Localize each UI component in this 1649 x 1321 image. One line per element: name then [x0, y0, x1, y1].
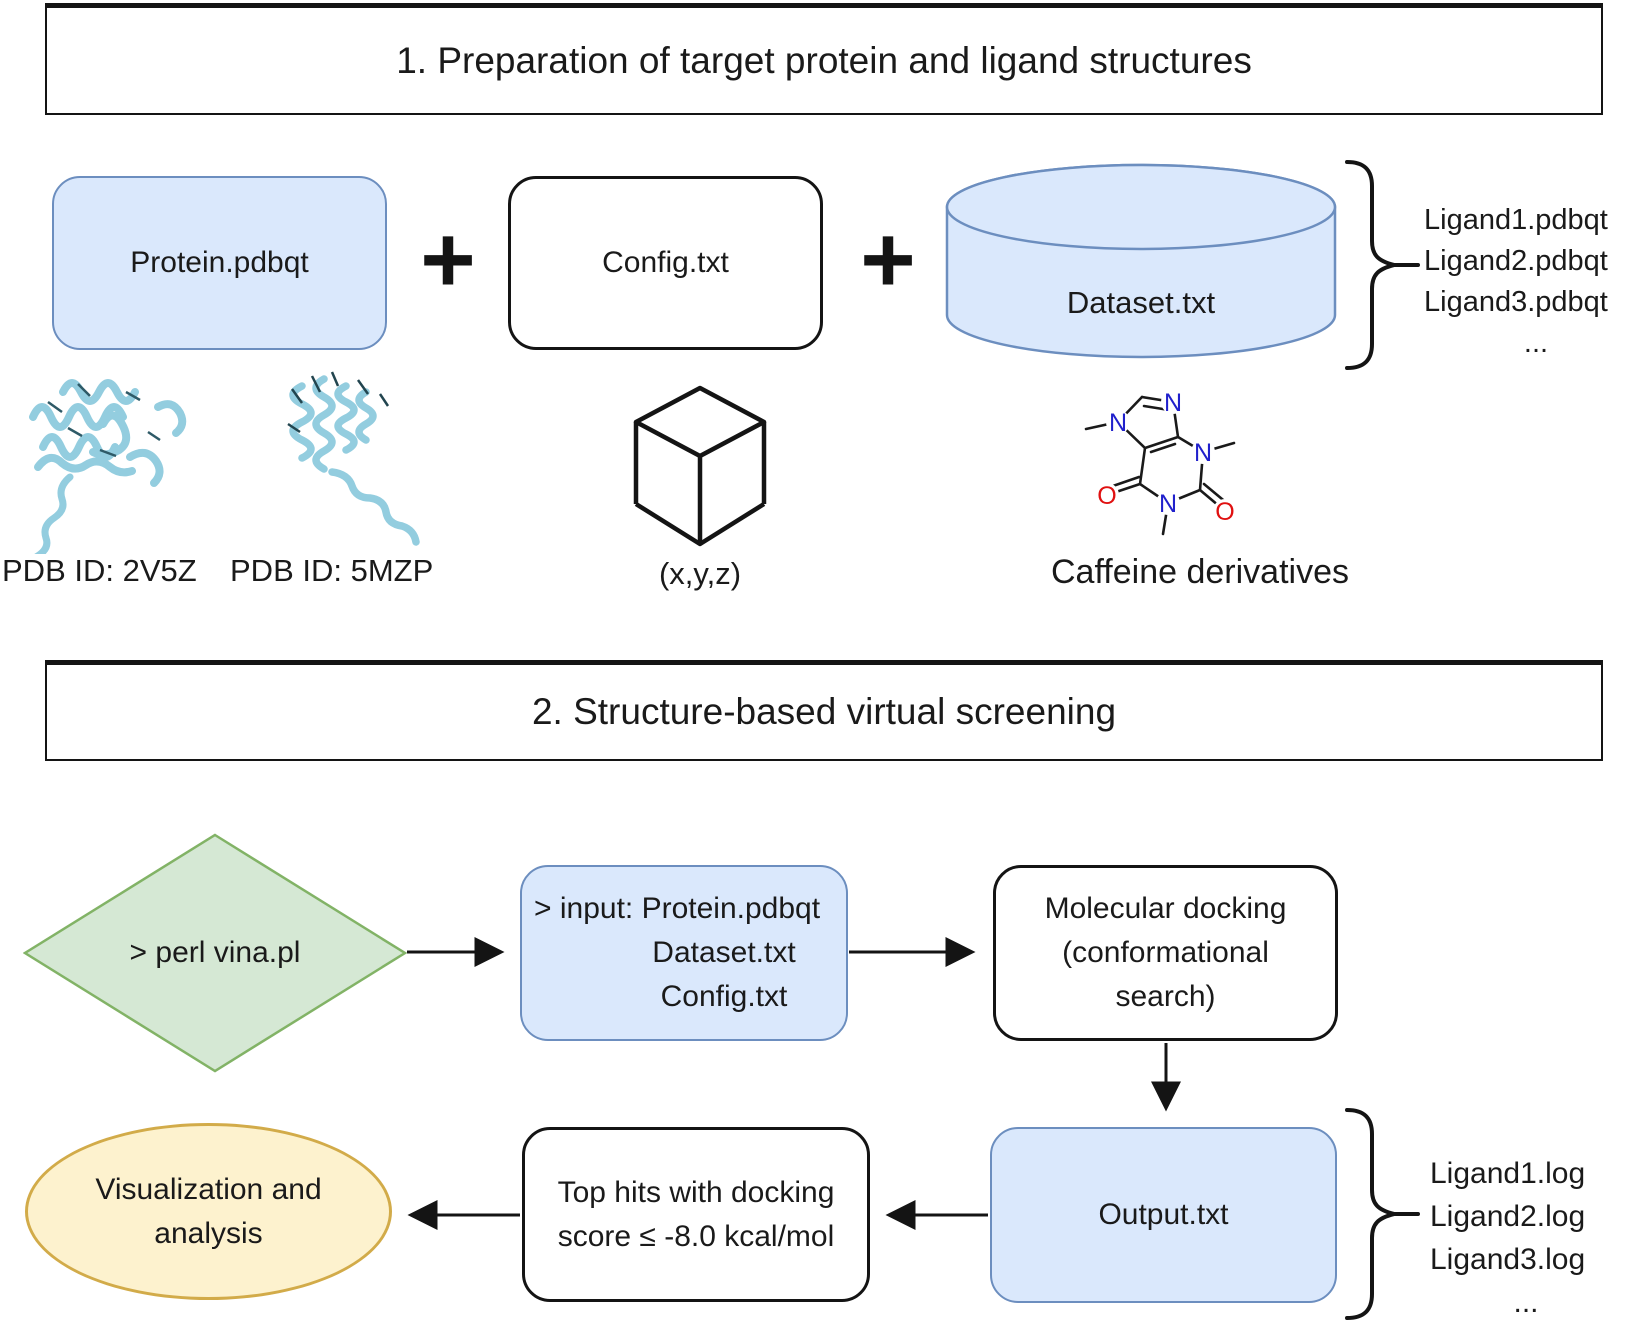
list-item: Ligand2.log	[1430, 1200, 1586, 1233]
tophits-line: score ≤ -8.0 kcal/mol	[557, 1219, 835, 1253]
vina-input-box: > input: Protein.pdbqt Dataset.txt Confi…	[520, 865, 848, 1041]
ellipsis-label: ...	[1523, 327, 1549, 359]
molecular-docking-box: Molecular docking (conformational search…	[993, 865, 1338, 1041]
plus-icon: +	[400, 205, 496, 315]
list-item: Ligand1.pdbqt	[1424, 204, 1608, 236]
protein-structure-5mzp-image	[287, 371, 420, 546]
perl-command-diamond: > perl vina.pl	[23, 833, 407, 1073]
curly-brace-icon	[1345, 1108, 1420, 1320]
top-hits-filter-box: Top hits with docking score ≤ -8.0 kcal/…	[522, 1127, 870, 1302]
docking-line: (conformational	[1062, 936, 1269, 969]
curly-brace-icon	[1345, 160, 1420, 370]
protein-structure-2v5z-image	[29, 379, 187, 554]
section1-banner: 1. Preparation of target protein and lig…	[45, 3, 1603, 115]
oxygen-atom-label: O	[1097, 482, 1116, 510]
visualization-line: Visualization and	[95, 1172, 322, 1206]
input-line: > input: Protein.pdbqt	[534, 892, 821, 925]
dataset-label: Dataset.txt	[1067, 285, 1216, 320]
plus-glyph: +	[420, 206, 476, 313]
pdb-id-5mzp-label: PDB ID: 5MZP	[230, 553, 434, 588]
ligand-log-file-list: Ligand1.log Ligand2.log Ligand3.log ...	[1430, 1152, 1622, 1321]
plus-icon: +	[840, 205, 936, 315]
nitrogen-atom-label: N	[1194, 439, 1212, 467]
plus-glyph: +	[860, 206, 916, 313]
caffeine-derivatives-label: Caffeine derivatives	[1051, 553, 1349, 591]
oxygen-atom-label: O	[1215, 498, 1234, 526]
nitrogen-atom-label: N	[1164, 389, 1182, 417]
dataset-database-cylinder-icon: Dataset.txt	[945, 163, 1337, 359]
config-file-label: Config.txt	[602, 246, 729, 279]
tophits-line: Top hits with docking	[557, 1175, 835, 1209]
docking-line: Molecular docking	[1044, 892, 1287, 925]
grid-box-cube-icon	[633, 385, 767, 547]
nitrogen-atom-label: N	[1109, 409, 1127, 437]
input-line: Config.txt	[660, 980, 788, 1013]
output-file-box: Output.txt	[990, 1127, 1337, 1303]
perl-command-label: > perl vina.pl	[129, 936, 301, 969]
nitrogen-atom-label: N	[1159, 490, 1177, 518]
docking-line: search)	[1115, 980, 1216, 1013]
section1-title: 1. Preparation of target protein and lig…	[396, 39, 1252, 81]
grid-coordinates-label: (x,y,z)	[658, 556, 742, 591]
protein-file-box: Protein.pdbqt	[52, 176, 387, 350]
caffeine-molecule-structure: N N N N O O	[1084, 389, 1237, 536]
output-file-label: Output.txt	[1098, 1198, 1229, 1231]
config-file-box: Config.txt	[508, 176, 823, 350]
list-item: Ligand3.pdbqt	[1424, 286, 1608, 318]
input-line: Dataset.txt	[652, 936, 796, 969]
list-item: Ligand3.log	[1430, 1243, 1586, 1276]
section2-banner: 2. Structure-based virtual screening	[45, 660, 1603, 761]
list-item: Ligand2.pdbqt	[1424, 245, 1608, 277]
list-item: Ligand1.log	[1430, 1157, 1586, 1190]
visualization-analysis-ellipse: Visualization and analysis	[25, 1123, 392, 1300]
visualization-line: analysis	[154, 1216, 263, 1250]
ligand-pdbqt-file-list: Ligand1.pdbqt Ligand2.pdbqt Ligand3.pdbq…	[1424, 200, 1648, 364]
ellipsis-label: ...	[1513, 1286, 1539, 1319]
diamond-shape	[23, 833, 407, 1073]
section2-title: 2. Structure-based virtual screening	[531, 691, 1117, 732]
pdb-id-2v5z-label: PDB ID: 2V5Z	[2, 553, 197, 588]
protein-file-label: Protein.pdbqt	[130, 246, 309, 279]
